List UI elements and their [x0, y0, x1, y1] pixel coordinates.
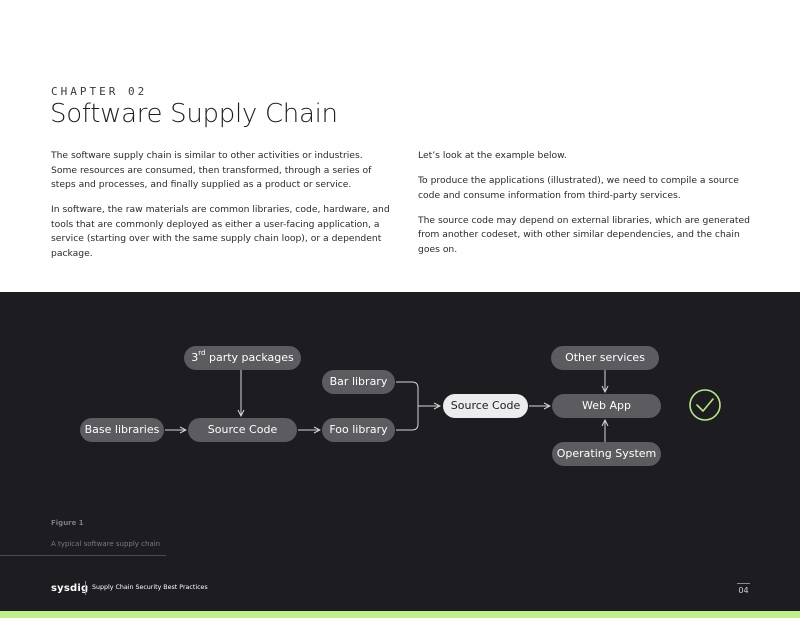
footer-divider — [85, 581, 86, 595]
supply-chain-arrows — [165, 370, 721, 442]
node-source-code-highlight: Source Code — [443, 394, 528, 418]
page-title: Software Supply Chain — [50, 99, 338, 129]
footer-title: Supply Chain Security Best Practices — [92, 584, 208, 591]
chapter-label: CHAPTER 02 — [51, 85, 148, 98]
node-label-superscript: rd — [198, 349, 206, 358]
node-operating-system: Operating System — [552, 442, 661, 466]
paragraph: To produce the applications (illustrated… — [418, 175, 739, 201]
node-source-code: Source Code — [188, 418, 297, 442]
node-foo-library: Foo library — [322, 418, 395, 442]
page-number: 04 — [737, 583, 750, 595]
figure-panel: Base libraries 3rd party packages Source… — [0, 292, 800, 611]
paragraph: Let’s look at the example below. — [418, 150, 567, 161]
node-third-party-packages: 3rd party packages — [184, 346, 301, 370]
check-icon — [689, 389, 721, 421]
node-label: 3 — [191, 351, 199, 364]
caption-divider — [0, 555, 166, 556]
paragraph: The software supply chain is similar to … — [51, 150, 372, 190]
figure-label: Figure 1 — [51, 519, 84, 527]
paragraph: In software, the raw materials are commo… — [51, 204, 390, 259]
node-label: party packages — [205, 351, 294, 364]
accent-strip — [0, 611, 800, 618]
intro-left-column: The software supply chain is similar to … — [51, 149, 391, 272]
node-base-libraries: Base libraries — [80, 418, 164, 442]
node-other-services: Other services — [551, 346, 659, 370]
sysdig-logo: sysdig — [51, 583, 89, 594]
intro-right-column: Let’s look at the example below. To prod… — [418, 149, 758, 268]
bracket-libraries — [396, 381, 419, 431]
node-web-app: Web App — [552, 394, 661, 418]
figure-caption: A typical software supply chain — [51, 540, 161, 548]
node-bar-library: Bar library — [322, 370, 395, 394]
paragraph: The source code may depend on external l… — [418, 214, 750, 255]
